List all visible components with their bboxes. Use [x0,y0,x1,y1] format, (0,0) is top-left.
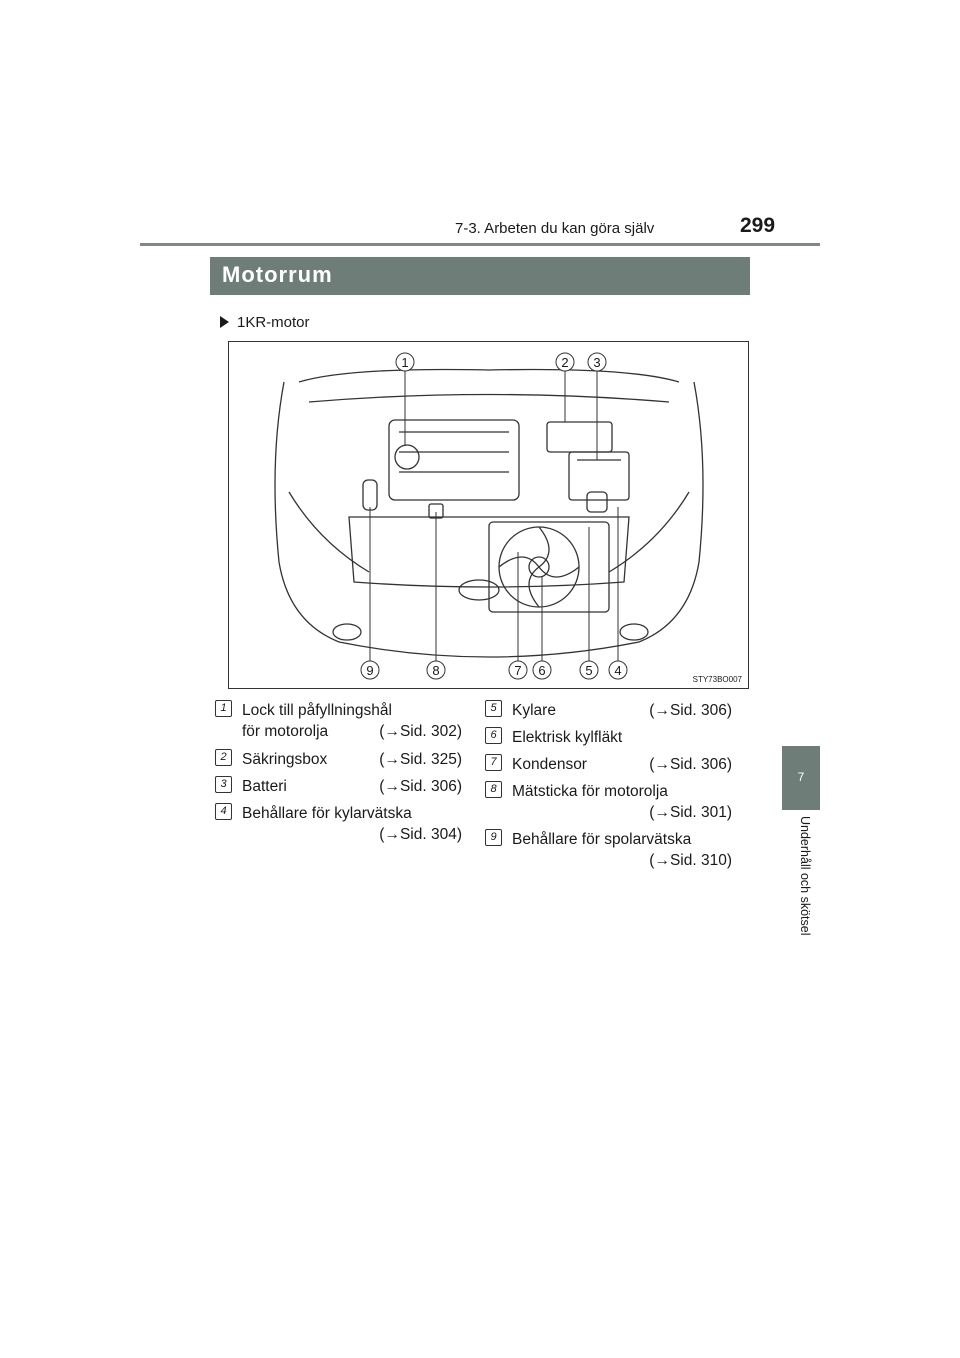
title-banner [210,257,750,295]
legend-ref-1: (→Sid. 302) [379,723,462,740]
figure-code: STY73BO007 [692,675,742,684]
legend-item-3: 3 Batteri (→Sid. 306) [215,776,462,797]
callout-6 [532,660,552,680]
callout-1-label: 1 [401,355,408,370]
callout-8 [426,660,446,680]
engine-bay-illustration: 1 2 3 9 8 7 6 5 4 [274,352,704,680]
legend-label-7: Kondensor [512,756,587,773]
legend-ref-7: (→Sid. 306) [649,756,732,773]
legend-label-6: Elektrisk kylfläkt [512,729,623,746]
legend-badge-8: 8 [485,781,502,798]
legend-label-9: Behållare för spolarvätska [512,831,692,848]
legend-label-5: Kylare [512,702,556,719]
legend-badge-1: 1 [215,700,232,717]
callout-7-label: 7 [514,663,521,678]
legend-ref-4: (→Sid. 304) [379,826,462,843]
engine-bay-figure: 1 2 3 9 8 7 6 5 4 STY73BO007 [228,341,749,689]
callout-3-label: 3 [593,355,600,370]
legend-badge-2: 2 [215,749,232,766]
callout-2 [555,352,575,372]
engine-subheading-text: 1KR-motor [237,314,310,331]
legend-label-3: Batteri [242,778,287,795]
callout-1 [395,352,415,372]
callout-3 [587,352,607,372]
legend-badge-5: 5 [485,700,502,717]
legend-ref-3: (→Sid. 306) [379,778,462,795]
callout-7 [508,660,528,680]
callout-8-label: 8 [432,663,439,678]
triangle-bullet-icon [220,316,229,328]
callout-4 [608,660,628,680]
callout-5 [579,660,599,680]
chapter-title: Underhåll och skötsel [798,816,812,936]
callout-2-label: 2 [561,355,568,370]
legend-badge-3: 3 [215,776,232,793]
section-title: 7-3. Arbeten du kan göra själv [455,220,655,237]
legend-label-8: Mätsticka för motorolja [512,783,668,800]
legend-item-2: 2 Säkringsbox (→Sid. 325) [215,749,462,770]
callout-9-label: 9 [366,663,373,678]
chapter-number: 7 [797,770,805,784]
page-number: 299 [740,214,776,237]
legend-ref-5: (→Sid. 306) [649,702,732,719]
legend-ref-2: (→Sid. 325) [379,751,462,768]
legend-item-1: 1 Lock till påfyllningshål för motorolja… [215,700,462,742]
legend-item-8: 8 Mätsticka för motorolja (→Sid. 301) [485,781,732,821]
legend-item-9: 9 Behållare för spolarvätska (→Sid. 310) [485,829,732,869]
callout-5-label: 5 [585,663,592,678]
legend-item-6: 6 Elektrisk kylfläkt [485,727,732,748]
legend-label-4: Behållare för kylarvätska [242,805,412,822]
callout-9 [360,660,380,680]
legend-badge-9: 9 [485,829,502,846]
legend-badge-6: 6 [485,727,502,744]
legend-label-1b: för motorolja [242,723,329,740]
callout-6-label: 6 [538,663,545,678]
legend-ref-8: (→Sid. 301) [649,804,732,821]
engine-subheading: 1KR-motor [220,314,310,331]
header-rule [140,243,820,246]
legend-item-5: 5 Kylare (→Sid. 306) [485,700,732,721]
legend-item-4: 4 Behållare för kylarvätska (→Sid. 304) [215,803,462,843]
legend-label-2: Säkringsbox [242,751,328,768]
legend-label-1a: Lock till påfyllningshål [242,702,392,719]
callout-4-label: 4 [614,663,621,678]
legend-badge-7: 7 [485,754,502,771]
chapter-tab [782,746,820,810]
banner-title: Motorrum [222,262,333,287]
legend-badge-4: 4 [215,803,232,820]
legend-ref-9: (→Sid. 310) [649,852,732,869]
legend-item-7: 7 Kondensor (→Sid. 306) [485,754,732,775]
